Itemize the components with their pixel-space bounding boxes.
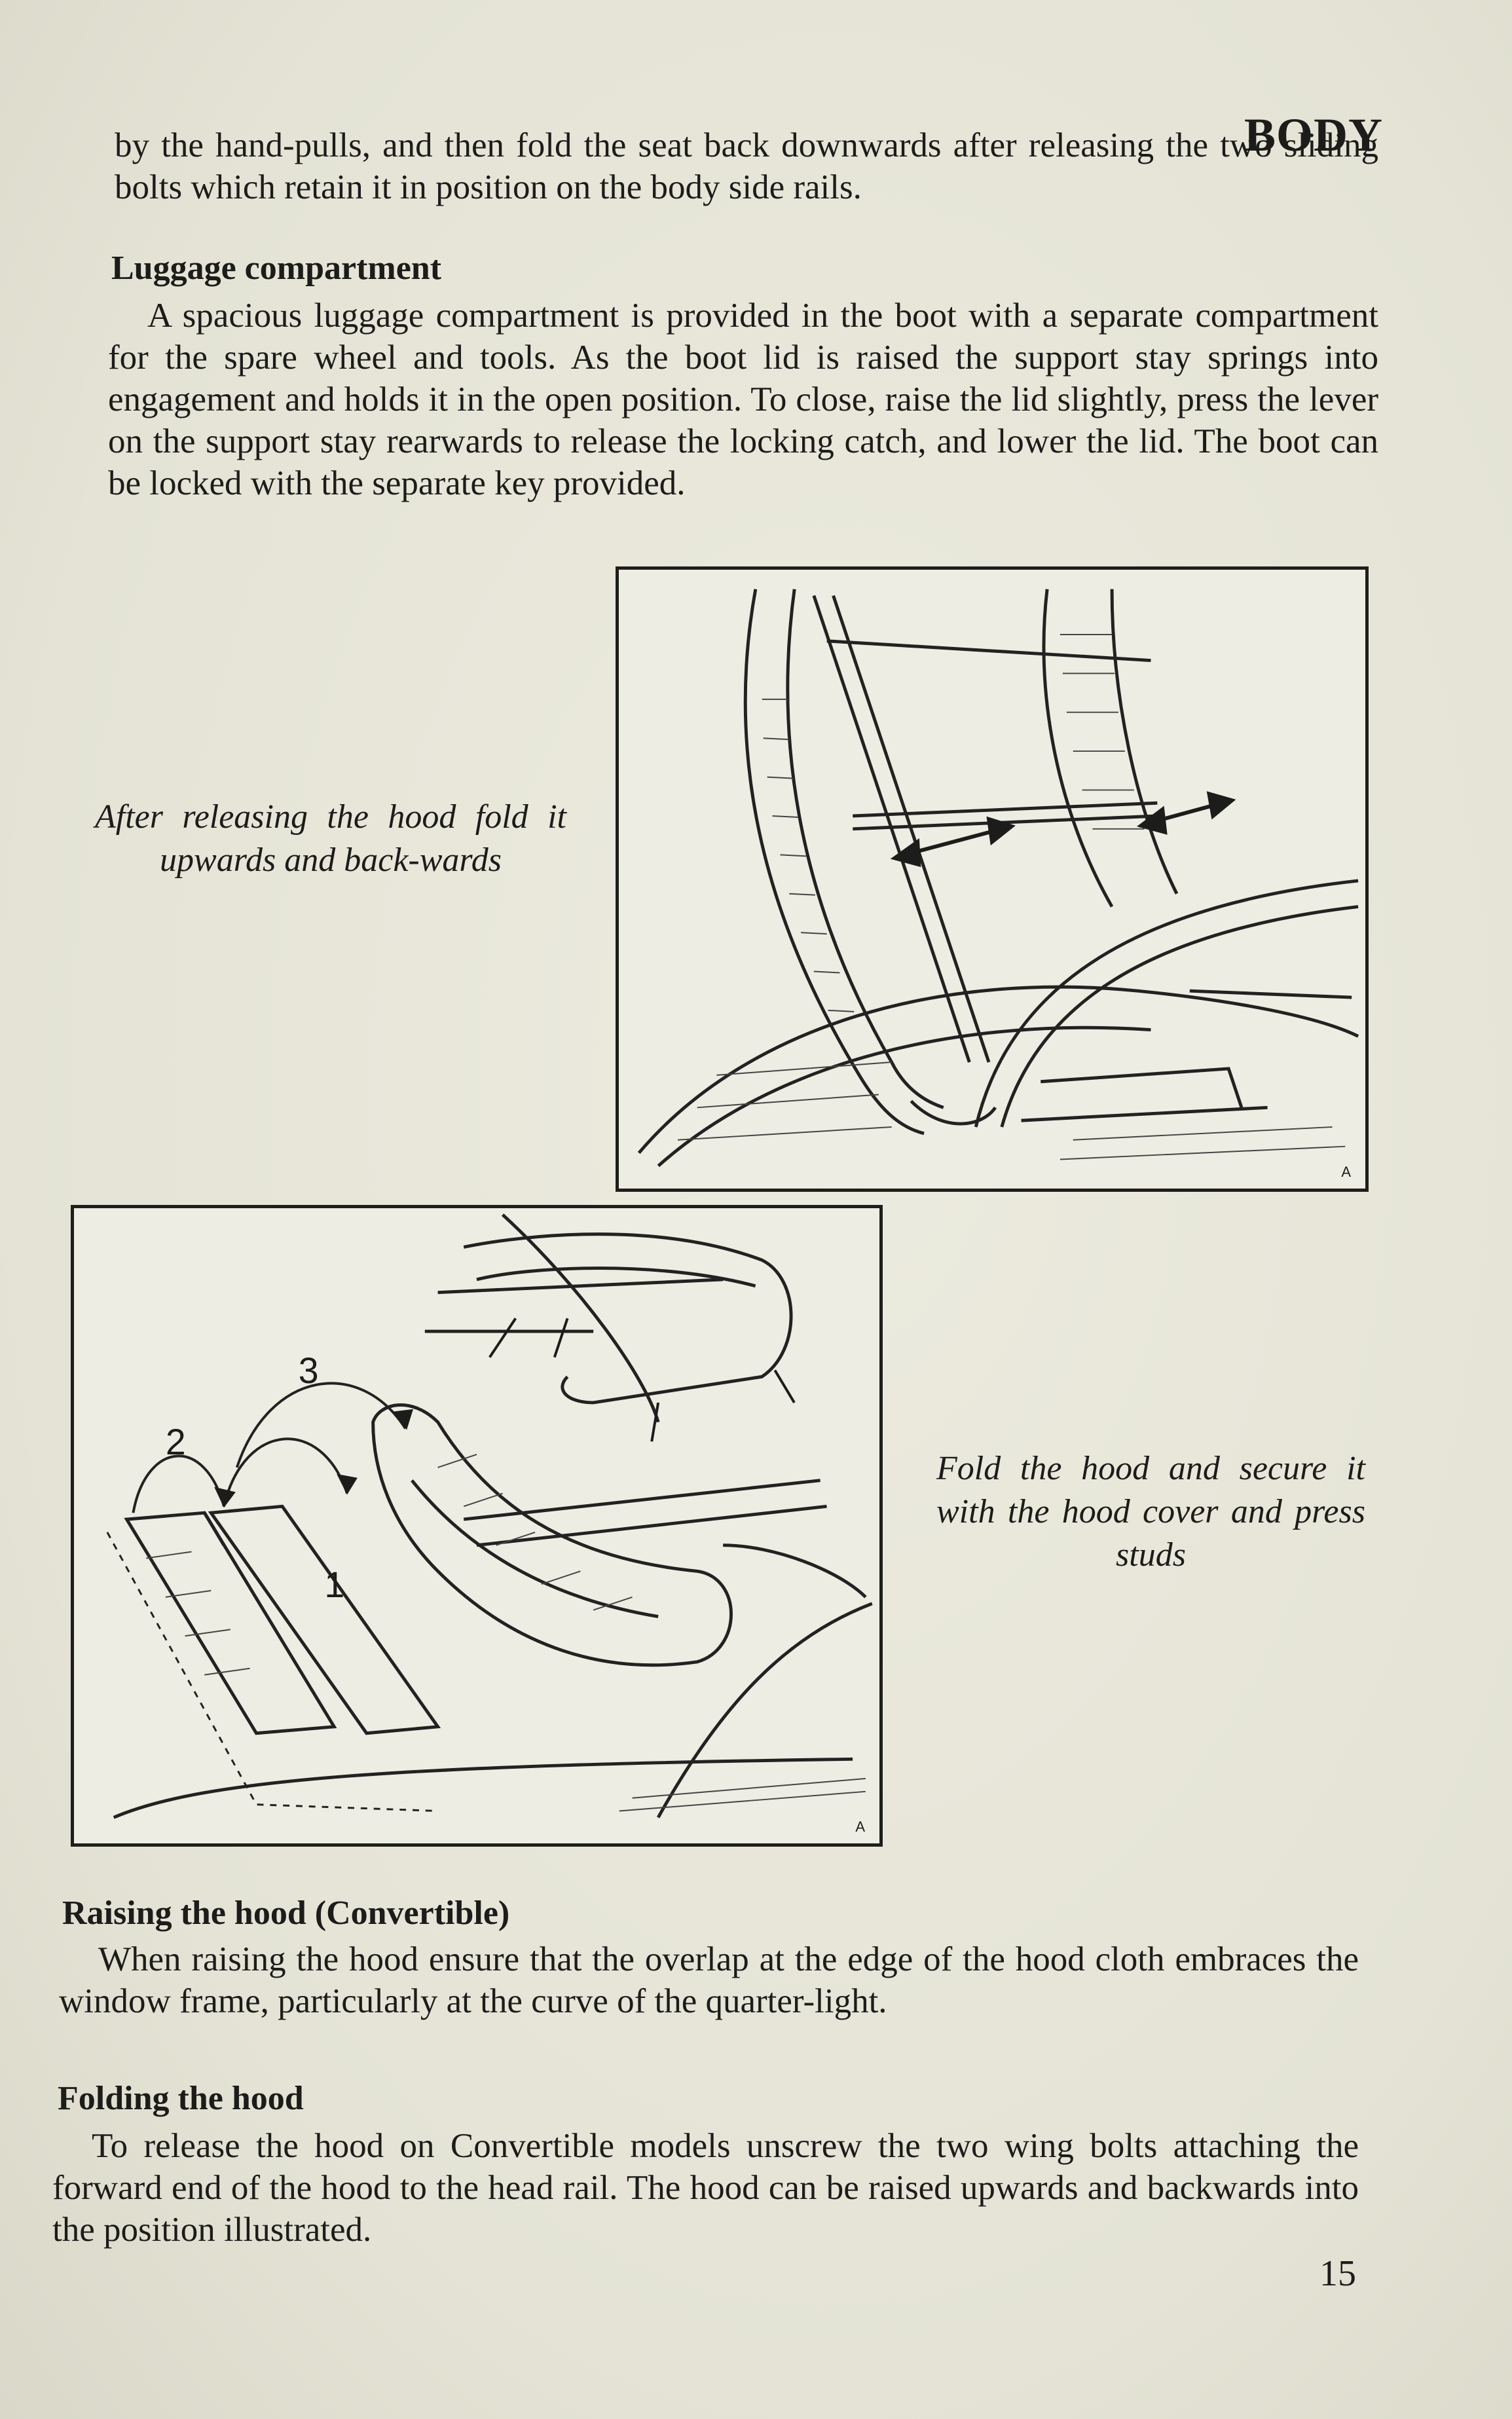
hood-frame-drawing (637, 589, 1359, 1168)
luggage-heading: Luggage compartment (111, 249, 442, 287)
figure-a-mark: A (1341, 1164, 1351, 1180)
figure-a-hood-frame-illustration: A (616, 566, 1369, 1192)
raising-paragraph: When raising the hood ensure that the ov… (59, 1940, 1359, 2020)
hood-folding-drawing: 1 2 3 (106, 1213, 873, 1819)
folding-heading: Folding the hood (58, 2080, 304, 2117)
page-number: 15 (1319, 2253, 1356, 2294)
figure-a-caption: After releasing the hood fold it upwards… (95, 798, 566, 879)
section-title: BODY (1244, 109, 1384, 161)
figure-b-hood-folding-illustration: 1 2 3 A (71, 1205, 883, 1847)
step-label-1: 1 (324, 1564, 344, 1605)
step-label-3: 3 (299, 1350, 319, 1391)
figure-b-mark: A (855, 1819, 865, 1835)
step-label-2: 2 (166, 1422, 186, 1462)
folding-paragraph: To release the hood on Convertible model… (52, 2127, 1359, 2249)
raising-heading: Raising the hood (Convertible) (62, 1894, 510, 1932)
intro-paragraph: by the hand-pulls, and then fold the sea… (115, 126, 1378, 206)
luggage-paragraph: A spacious luggage compartment is provid… (108, 297, 1378, 502)
figure-b-caption: Fold the hood and secure it with the hoo… (936, 1450, 1365, 1574)
